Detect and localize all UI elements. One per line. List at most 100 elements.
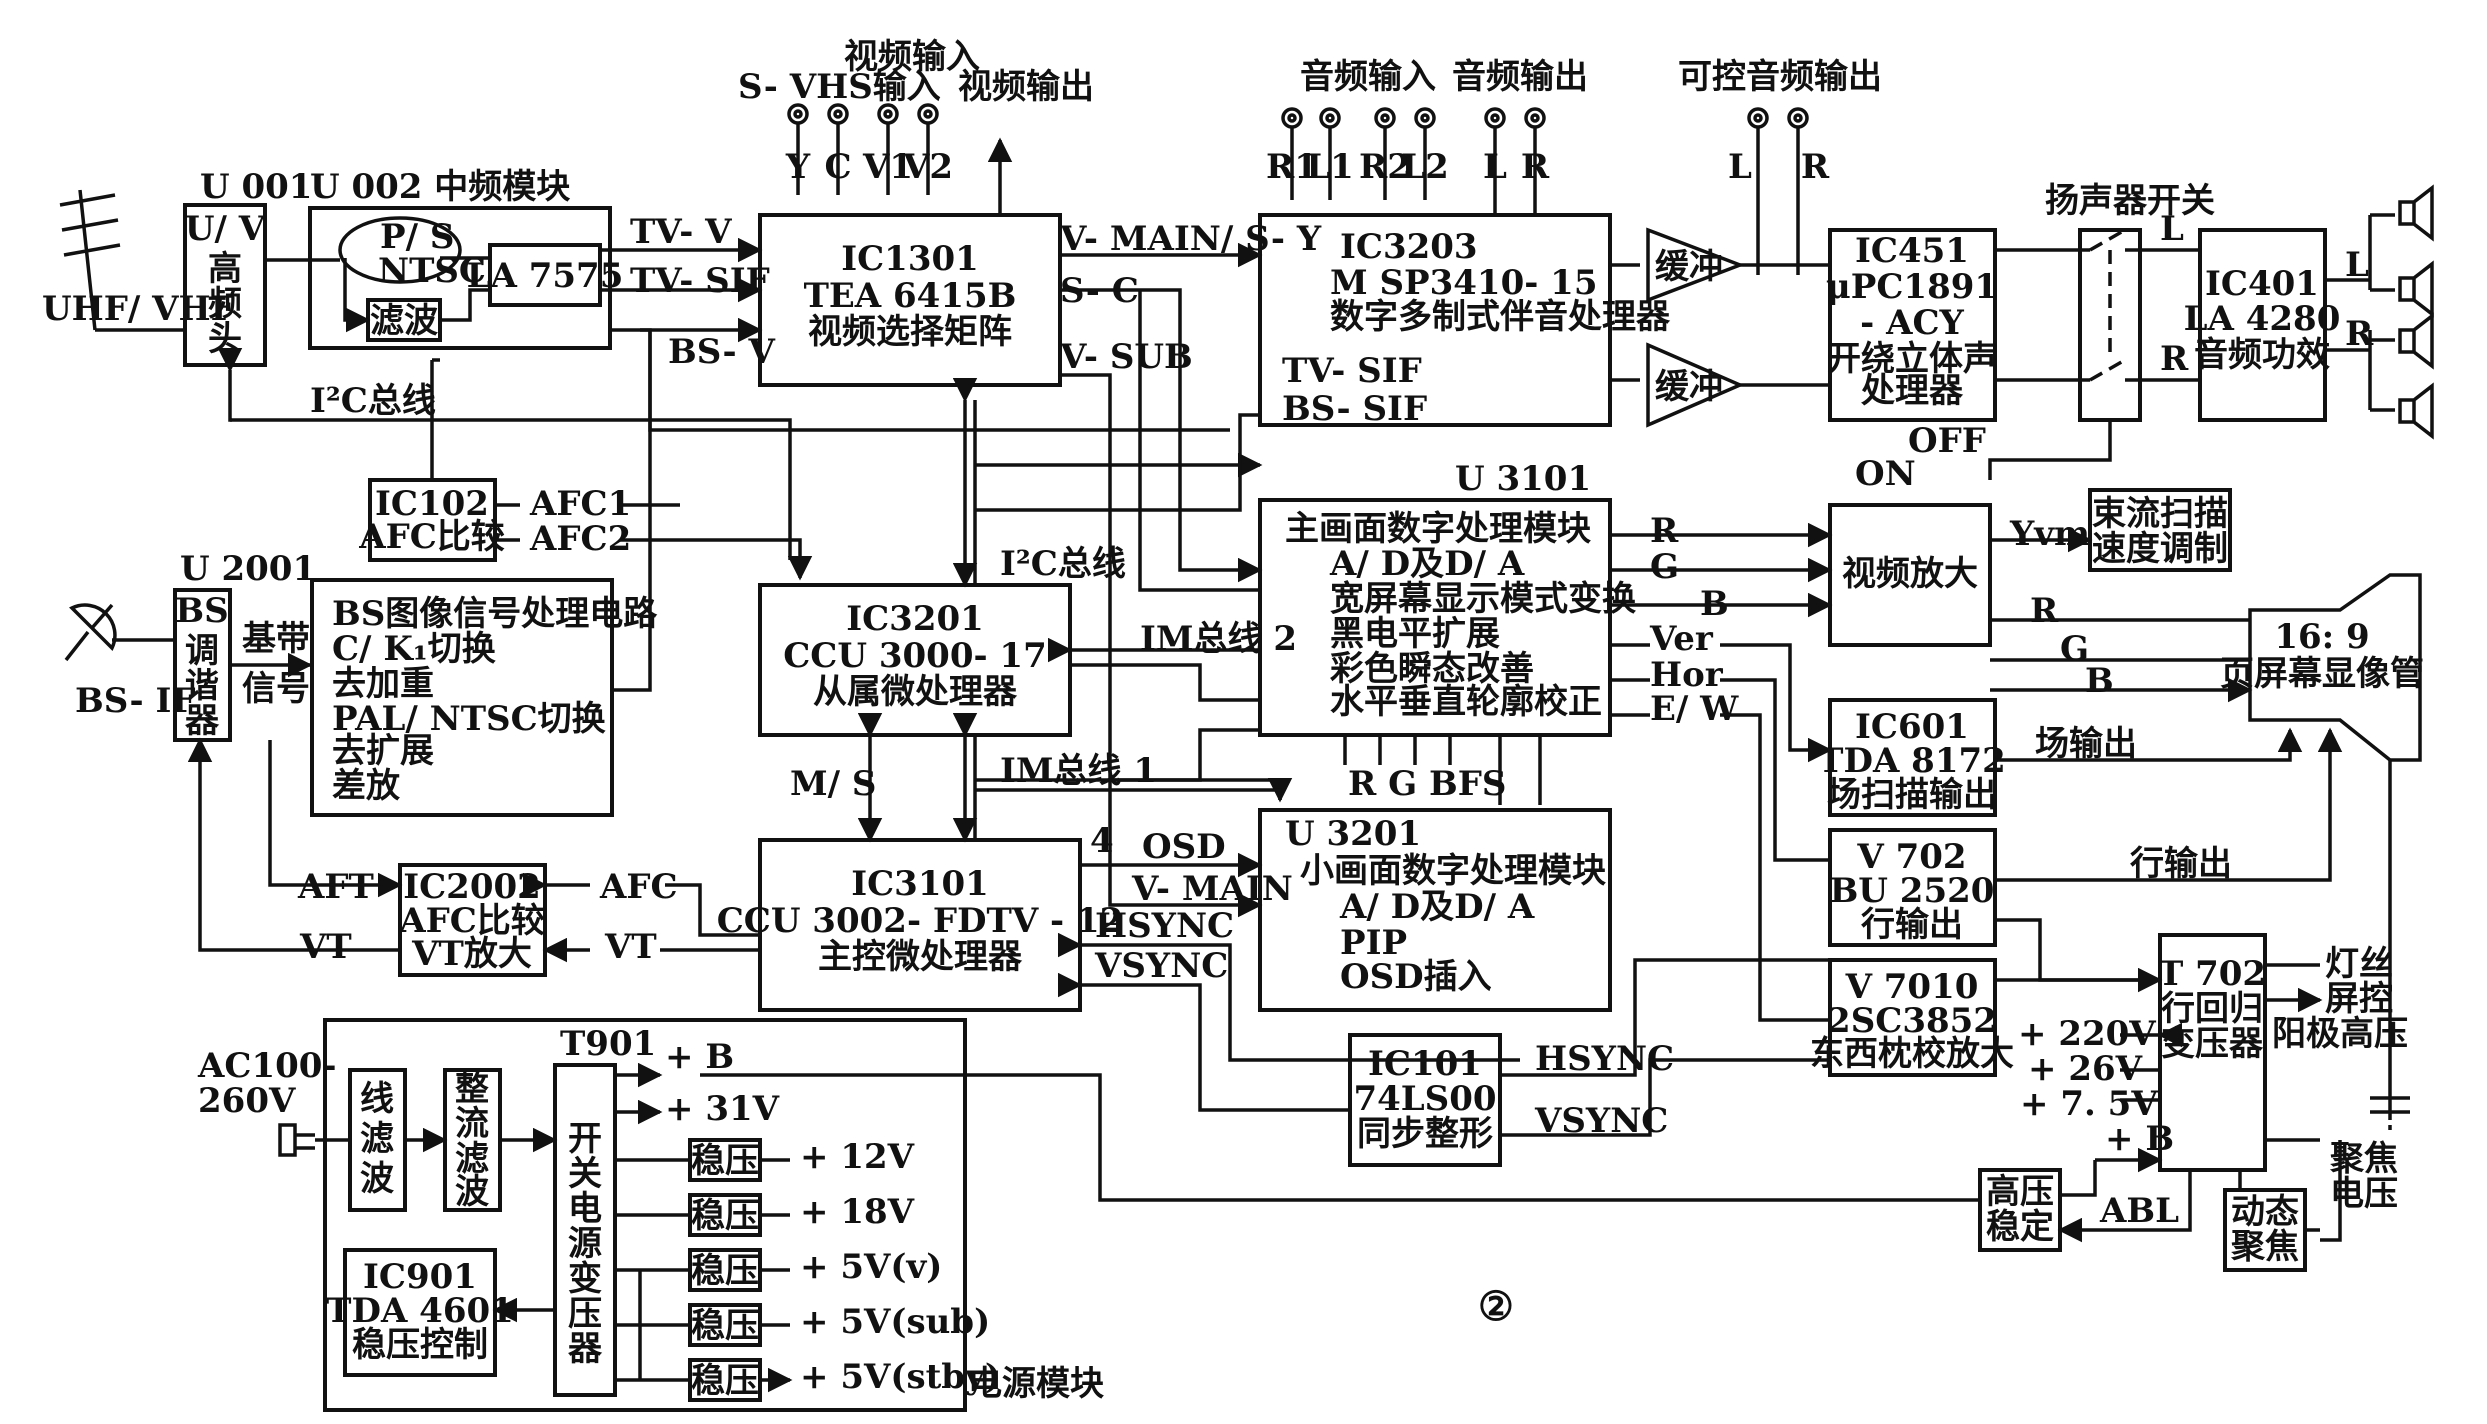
speaker-l-label: L — [2345, 245, 2369, 285]
power-module-label: 电源模块 — [968, 1364, 1104, 1404]
smps-4: 源 — [568, 1224, 602, 1264]
jack-label-r1: R1 — [1266, 147, 1318, 187]
ic3101-line-2: CCU 3002- FDTV - 12 — [717, 901, 1124, 941]
ic101-line-1: IC101 — [1368, 1044, 1482, 1084]
ic451-block — [1828, 228, 1997, 422]
bs-v-label: BS- V — [668, 332, 775, 372]
hv-reg-line-2: 稳定 — [1986, 1207, 2054, 1247]
ic901-line-2: TDA 4601 — [326, 1291, 514, 1331]
regulator-rows — [615, 1138, 790, 1400]
u2001-line-4: 器 — [185, 701, 220, 741]
v-main-s-y-label: V- MAIN/ S- Y — [1059, 219, 1322, 259]
reg-2: 稳压 — [691, 1196, 759, 1236]
video-input-label: 视频输入 — [844, 37, 980, 77]
ic401-line-1: IC401 — [2205, 264, 2319, 304]
input-output-jacks — [787, 103, 1809, 275]
svhs-input-label: S- VHS输入 — [738, 67, 941, 107]
u3101-line-1: 主画面数字处理模块 — [1285, 509, 1591, 549]
smps-6: 压 — [568, 1294, 602, 1334]
ic102-line-1: IC102 — [375, 484, 489, 524]
ic3203-block — [1258, 213, 1612, 427]
v702-line-3: 行输出 — [1861, 905, 1963, 945]
u002-filter-label: 滤波 — [370, 301, 438, 341]
u3101-g-label: G — [1650, 547, 1679, 587]
bs-proc-line-1: BS图像信号处理电路 — [332, 594, 658, 634]
ic601-line-1: IC601 — [1855, 707, 1969, 747]
ic102-line-2: AFC比较 — [358, 517, 505, 557]
crt-tube-icon — [2248, 573, 2422, 762]
baseband-label-2: 信号 — [242, 669, 310, 709]
field-out-label: 场输出 — [2035, 724, 2137, 764]
jack-label-r2: R2 — [1359, 147, 1411, 187]
jack-label-v2: V2 — [902, 147, 953, 187]
afc2-label: AFC2 — [529, 519, 631, 559]
ew-label: E/ W — [1650, 689, 1739, 729]
switch-r-label: R — [2160, 339, 2189, 379]
reg-4: 稳压 — [691, 1306, 759, 1346]
ic1301-line-2: TEA 6415B — [804, 276, 1017, 316]
u3101-line-2: A/ D及D/ A — [1329, 544, 1525, 584]
v7010-block — [1828, 958, 1997, 1077]
u002-module — [308, 206, 612, 350]
rect-filter-3: 滤 — [455, 1139, 489, 1179]
line-filter-3: 波 — [360, 1159, 394, 1199]
v-sub-label: V- SUB — [1059, 337, 1193, 377]
v702-block — [1828, 828, 1997, 947]
crt-line-1: 16: 9 — [2274, 617, 2369, 657]
out-5v-sub: + 5V(sub) — [800, 1302, 990, 1342]
u3101-line-5: 彩色瞬态改善 — [1330, 649, 1534, 689]
ic101-line-3: 同步整形 — [1357, 1114, 1493, 1154]
ac-in-line-2: 260V — [198, 1081, 296, 1121]
i2c-bus-label-2: I²C总线 — [1000, 544, 1126, 584]
ic401-line-3: 音频功效 — [2194, 335, 2330, 375]
abl-label: ABL — [2099, 1191, 2179, 1231]
on-label: ON — [1855, 454, 1916, 494]
u3101-line-4: 黑电平扩展 — [1330, 614, 1500, 654]
bs-if-label: BS- IF — [75, 681, 196, 721]
audio-input-label: 音频输入 — [1300, 57, 1436, 97]
tv-sif-2-label: TV- SIF — [1282, 351, 1422, 391]
u002-name: U 002 中频模块 — [310, 167, 570, 207]
u3201-line-2: A/ D及D/ A — [1339, 887, 1535, 927]
bs-sif-label: BS- SIF — [1282, 389, 1427, 429]
smps-2: 关 — [568, 1154, 602, 1194]
uhf-vhf-label: UHF/ VHF — [42, 289, 235, 329]
dyn-focus-line-2: 聚焦 — [2230, 1227, 2299, 1267]
v-main-label: V- MAIN — [1131, 869, 1293, 909]
four-label: 4 — [1090, 821, 1114, 861]
bs-processing-block — [310, 578, 614, 817]
ic601-line-2: TDA 8172 — [1818, 741, 2006, 781]
dyn-focus-line-1: 动态 — [2231, 1192, 2299, 1232]
smps-7: 器 — [568, 1329, 603, 1369]
afc1-label: AFC1 — [529, 484, 631, 524]
ic601-line-3: 场扫描输出 — [1827, 775, 1997, 815]
osd-label: OSD — [1142, 827, 1226, 867]
v7010-line-1: V 7010 — [1845, 967, 1979, 1007]
u2001-line-2: 调 — [185, 631, 219, 671]
u2001-name: U 2001 — [180, 549, 316, 589]
video-amp-block — [1828, 503, 1992, 647]
ver-label: Ver — [1649, 619, 1714, 659]
smps-transformer-block — [553, 1063, 617, 1397]
video-amp-label: 视频放大 — [1842, 554, 1978, 594]
ic401-block — [2198, 228, 2327, 422]
out-12v: + 12V — [800, 1137, 915, 1177]
ic3203-line-2: M SP3410- 15 — [1330, 263, 1597, 303]
u001-line-2: 高 — [208, 249, 242, 289]
jack-label-ctrl-r: R — [1801, 147, 1830, 187]
out-18v: + 18V — [800, 1192, 915, 1232]
jack-label-v1: V1 — [862, 147, 913, 187]
vsync-label-1: VSYNC — [1094, 946, 1228, 986]
bs-proc-line-5: 去扩展 — [332, 731, 434, 771]
rect-filter-4: 波 — [455, 1172, 489, 1212]
jack-label-out-l: L — [1483, 147, 1507, 187]
ic3101-line-3: 主控微处理器 — [818, 937, 1023, 977]
m-bus2-label: IM总线 2 — [1140, 619, 1297, 659]
out-31v: + 31V — [665, 1089, 780, 1129]
u001-line-4: 头 — [208, 319, 242, 359]
line-out-label: 行输出 — [2130, 844, 2232, 884]
v7010-line-3: 东西枕校放大 — [1810, 1034, 2014, 1074]
plus-b-label: + B — [2105, 1119, 2174, 1159]
ac-in-line-1: AC100- — [197, 1046, 337, 1086]
u3201-line-4: OSD插入 — [1340, 957, 1492, 997]
